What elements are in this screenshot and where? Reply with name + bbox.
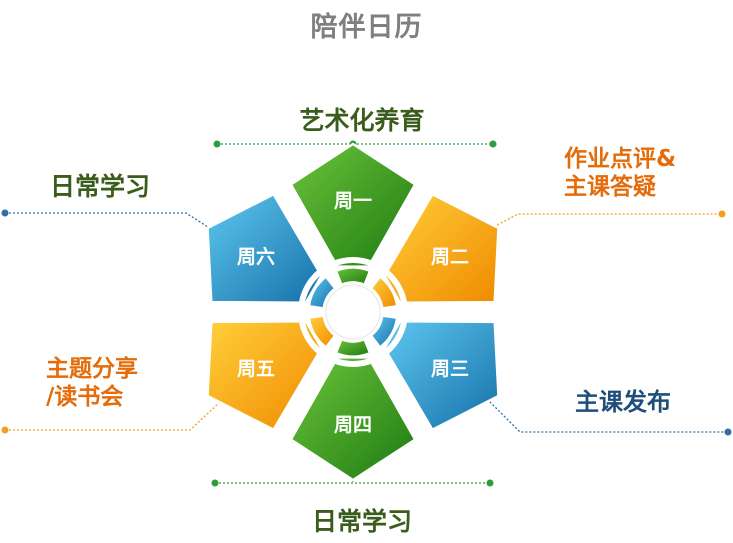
segment-label-wed: 周三 (431, 358, 469, 380)
connector-dot-lower-left-end (1, 426, 9, 434)
callout-top-line: 艺术化养育 (299, 106, 425, 135)
connector-lower-right (469, 381, 728, 433)
hub-ring (298, 257, 408, 367)
callout-upper-right: 作业点评& 主课答疑 (564, 145, 676, 201)
callout-upper-right-line-1: 作业点评& (564, 146, 677, 172)
hub-wedge-thu (335, 338, 371, 357)
segment-sat (206, 193, 323, 305)
connector-lower-left (5, 387, 236, 431)
segment-label-tue: 周二 (431, 246, 469, 268)
callout-lower-left-line-1: 主题分享 (46, 356, 138, 382)
connector-dot-top-right (489, 140, 497, 148)
segment-fri (206, 319, 323, 431)
connector-dot-bottom-right (486, 479, 494, 487)
callout-bottom: 日常学习 (262, 507, 462, 538)
connector-dot-upper-right-end (718, 210, 726, 218)
segment-label-thu: 周四 (334, 414, 372, 436)
segment-label-fri: 周五 (237, 358, 275, 380)
segment-mon (289, 142, 417, 268)
callout-upper-left: 日常学习 (50, 172, 150, 203)
connector-dot-upper-left-end (1, 209, 9, 217)
page-title: 陪伴日历 (310, 12, 423, 43)
hub-wedge-tue (370, 276, 398, 309)
segment-tue (383, 193, 500, 305)
callout-lower-right-line: 主课发布 (575, 388, 671, 416)
callout-upper-right-line-2: 主课答疑 (564, 174, 656, 201)
segment-thu (289, 356, 417, 482)
hub-wedge-fri (308, 315, 336, 348)
callout-lower-left-line-2: /读书会 (46, 384, 124, 411)
callout-top: 艺术化养育 (262, 106, 462, 137)
hub-wedge-mon (335, 267, 371, 286)
connector-dot-top-left (213, 140, 221, 148)
connector-dot-lower-right-end (724, 428, 732, 436)
callout-upper-left-line: 日常学习 (50, 172, 151, 201)
connector-dot-bottom-left (211, 479, 219, 487)
callout-bottom-line: 日常学习 (311, 507, 412, 536)
hub-center (325, 284, 381, 340)
callout-lower-right: 主课发布 (575, 388, 671, 417)
segment-label-mon: 周一 (334, 190, 372, 212)
segment-wed (383, 319, 500, 431)
segment-label-sat: 周六 (237, 245, 275, 268)
connector-upper-left (5, 212, 234, 244)
hub-wedge-wed (370, 315, 398, 348)
connector-upper-right (475, 213, 722, 237)
hub-wedge-sat (308, 276, 336, 309)
callout-lower-left: 主题分享 /读书会 (46, 355, 138, 411)
